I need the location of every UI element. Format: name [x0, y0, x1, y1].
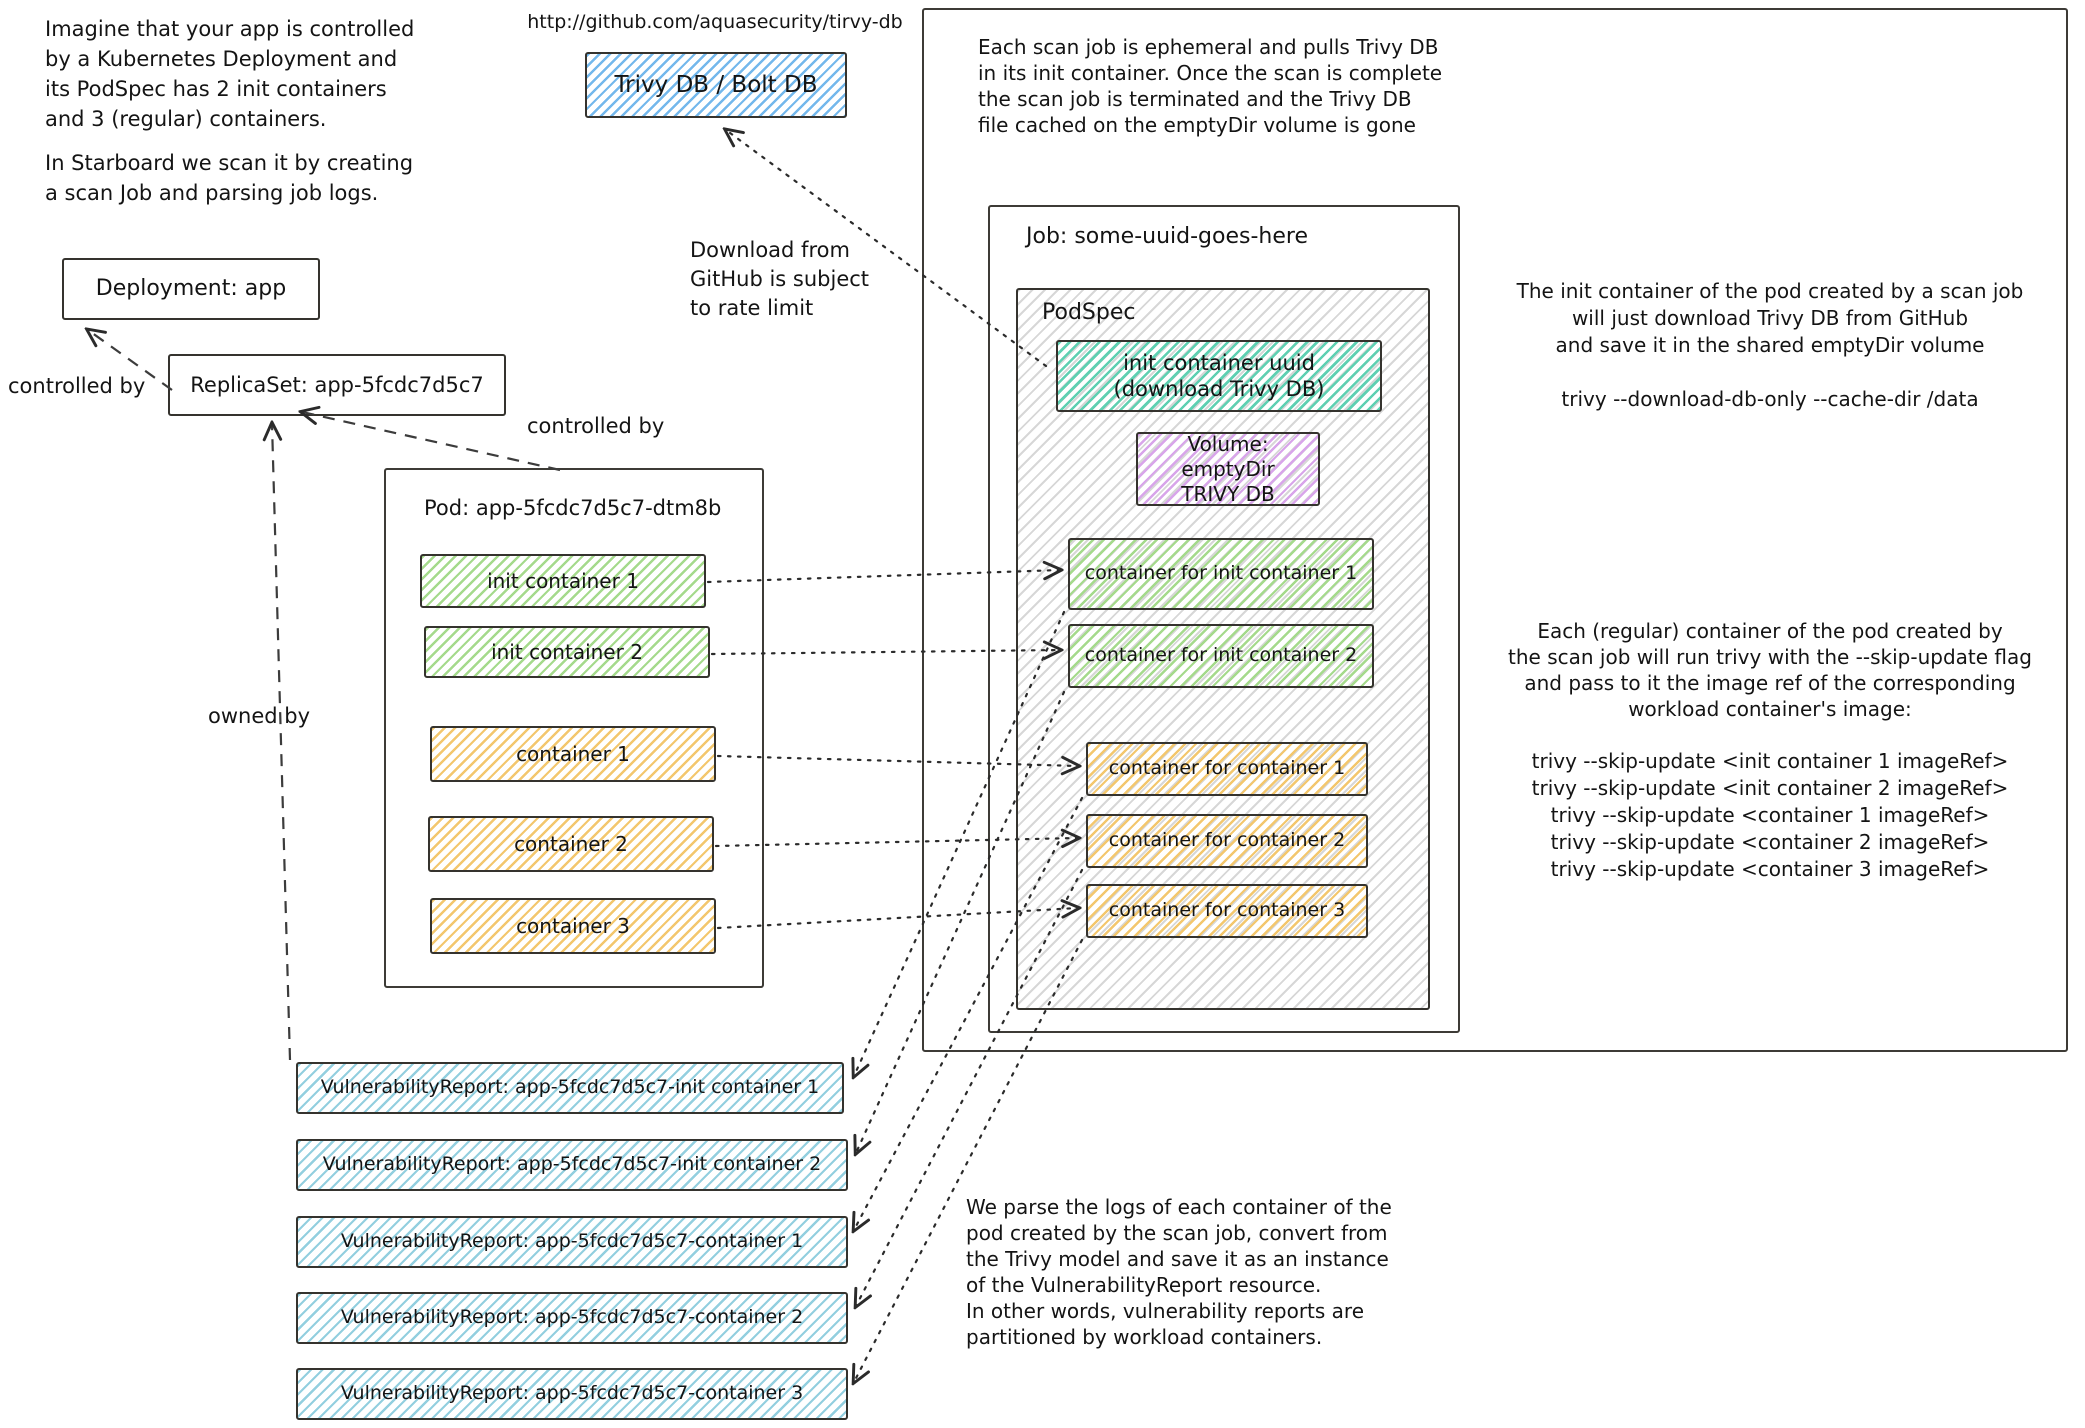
intro-note-1: Imagine that your app is controlled by a…: [45, 17, 415, 131]
volume-emptydir-node: Volume: emptyDir TRIVY DB: [1136, 432, 1320, 506]
vulnerabilityreport-init-container-1-node: VulnerabilityReport: app-5fcdc7d5c7-init…: [296, 1062, 844, 1114]
init-container-2-node: init container 2: [424, 626, 710, 678]
deployment-node: Deployment: app: [62, 258, 320, 320]
podspec-title: PodSpec: [1042, 300, 1136, 325]
container-1-node: container 1: [430, 726, 716, 782]
arrow-pod-to-replicaset: [302, 412, 561, 472]
vulnerabilityreport-init-container-2-node: VulnerabilityReport: app-5fcdc7d5c7-init…: [296, 1139, 848, 1191]
container-3-node: container 3: [430, 898, 716, 954]
rate-limit-note: Download from GitHub is subject to rate …: [690, 238, 870, 320]
parse-logs-note: We parse the logs of each container of t…: [966, 1195, 1392, 1349]
container-for-container-3-node: container for container 3: [1086, 884, 1368, 938]
github-url-label: http://github.com/aquasecurity/tirvy-db: [527, 11, 903, 33]
init-container-1-node: init container 1: [420, 554, 706, 608]
init-container-uuid-node: init container uuid (download Trivy DB): [1056, 340, 1382, 412]
init-container-note: The init container of the pod created by…: [1516, 279, 2024, 357]
vulnerabilityreport-container-3-node: VulnerabilityReport: app-5fcdc7d5c7-cont…: [296, 1368, 848, 1420]
trivy-db-node: Trivy DB / Bolt DB: [585, 52, 847, 118]
pod-title: Pod: app-5fcdc7d5c7-dtm8b: [424, 496, 722, 520]
container-for-container-2-node: container for container 2: [1086, 814, 1368, 868]
vulnerabilityreport-container-1-node: VulnerabilityReport: app-5fcdc7d5c7-cont…: [296, 1216, 848, 1268]
replicaset-node: ReplicaSet: app-5fcdc7d5c7: [168, 354, 506, 416]
container-for-init-container-1-node: container for init container 1: [1068, 538, 1374, 610]
ephemeral-note: Each scan job is ephemeral and pulls Tri…: [978, 35, 1443, 137]
controlled-by-left-label: controlled by: [8, 374, 146, 398]
container-for-container-1-node: container for container 1: [1086, 742, 1368, 796]
container-2-node: container 2: [428, 816, 714, 872]
regular-container-note: Each (regular) container of the pod crea…: [1508, 619, 2032, 721]
job-title: Job: some-uuid-goes-here: [1026, 224, 1308, 249]
regular-container-commands: trivy --skip-update <init container 1 im…: [1531, 749, 2009, 881]
owned-by-label: owned by: [208, 704, 311, 728]
init-container-command: trivy --download-db-only --cache-dir /da…: [1561, 387, 1979, 411]
controlled-by-right-label: controlled by: [527, 414, 665, 438]
container-for-init-container-2-node: container for init container 2: [1068, 624, 1374, 688]
intro-note-2: In Starboard we scan it by creating a sc…: [45, 151, 414, 205]
arrow-report-owned-by-replicaset: [272, 424, 292, 1061]
vulnerabilityreport-container-2-node: VulnerabilityReport: app-5fcdc7d5c7-cont…: [296, 1292, 848, 1344]
